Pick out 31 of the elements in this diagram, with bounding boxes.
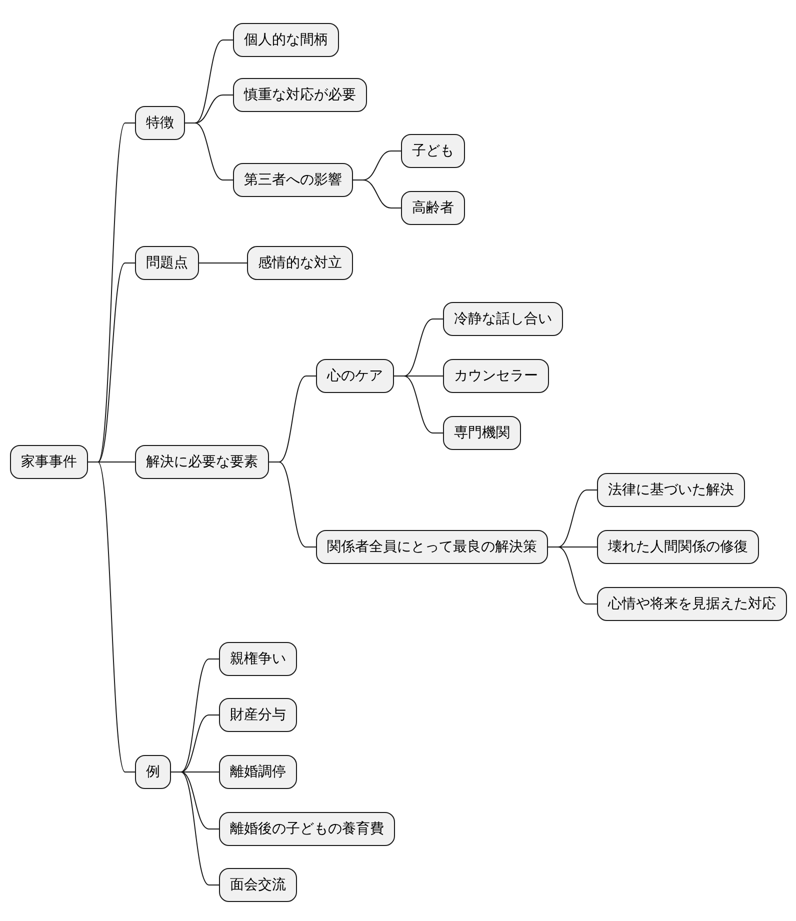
connector-line xyxy=(548,546,598,604)
topic-box: 家事事件 xyxy=(10,445,88,479)
topic-box: 離婚後の子どもの養育費 xyxy=(219,812,395,846)
connector-line xyxy=(352,180,402,208)
topic-box: カウンセラー xyxy=(443,359,549,393)
topic-box: 心情や将来を見据えた対応 xyxy=(597,587,787,621)
topic-box: 冷静な話し合い xyxy=(443,302,563,336)
topic-box: 感情的な対立 xyxy=(247,246,353,280)
topic-box: 離婚調停 xyxy=(219,755,297,789)
topic-box: 専門機関 xyxy=(443,416,521,450)
topic-box: 特徴 xyxy=(135,106,185,140)
topic-box: 個人的な間柄 xyxy=(233,23,339,57)
topic-box: 高齢者 xyxy=(401,191,465,225)
topic-box: 問題点 xyxy=(135,246,199,280)
topic-box: 関係者全員にとって最良の解決策 xyxy=(316,530,548,564)
connector-line xyxy=(198,262,248,264)
topic-box: 財産分与 xyxy=(219,698,297,732)
topic-box: 親権争い xyxy=(219,642,297,676)
topic-box: 心のケア xyxy=(316,359,394,393)
connector-line xyxy=(184,122,234,180)
topic-box: 第三者への影響 xyxy=(233,163,353,197)
topic-box: 壊れた人間関係の修復 xyxy=(597,530,759,564)
topic-box: 慎重な対応が必要 xyxy=(233,78,367,112)
topic-box: 面会交流 xyxy=(219,868,297,902)
topic-box: 例 xyxy=(135,755,171,789)
topic-box: 子ども xyxy=(401,134,465,168)
topic-box: 解決に必要な要素 xyxy=(135,445,269,479)
connector-line xyxy=(170,772,220,886)
connector-line xyxy=(394,376,444,434)
topic-box: 法律に基づいた解決 xyxy=(597,473,745,507)
connector-line xyxy=(268,462,316,548)
